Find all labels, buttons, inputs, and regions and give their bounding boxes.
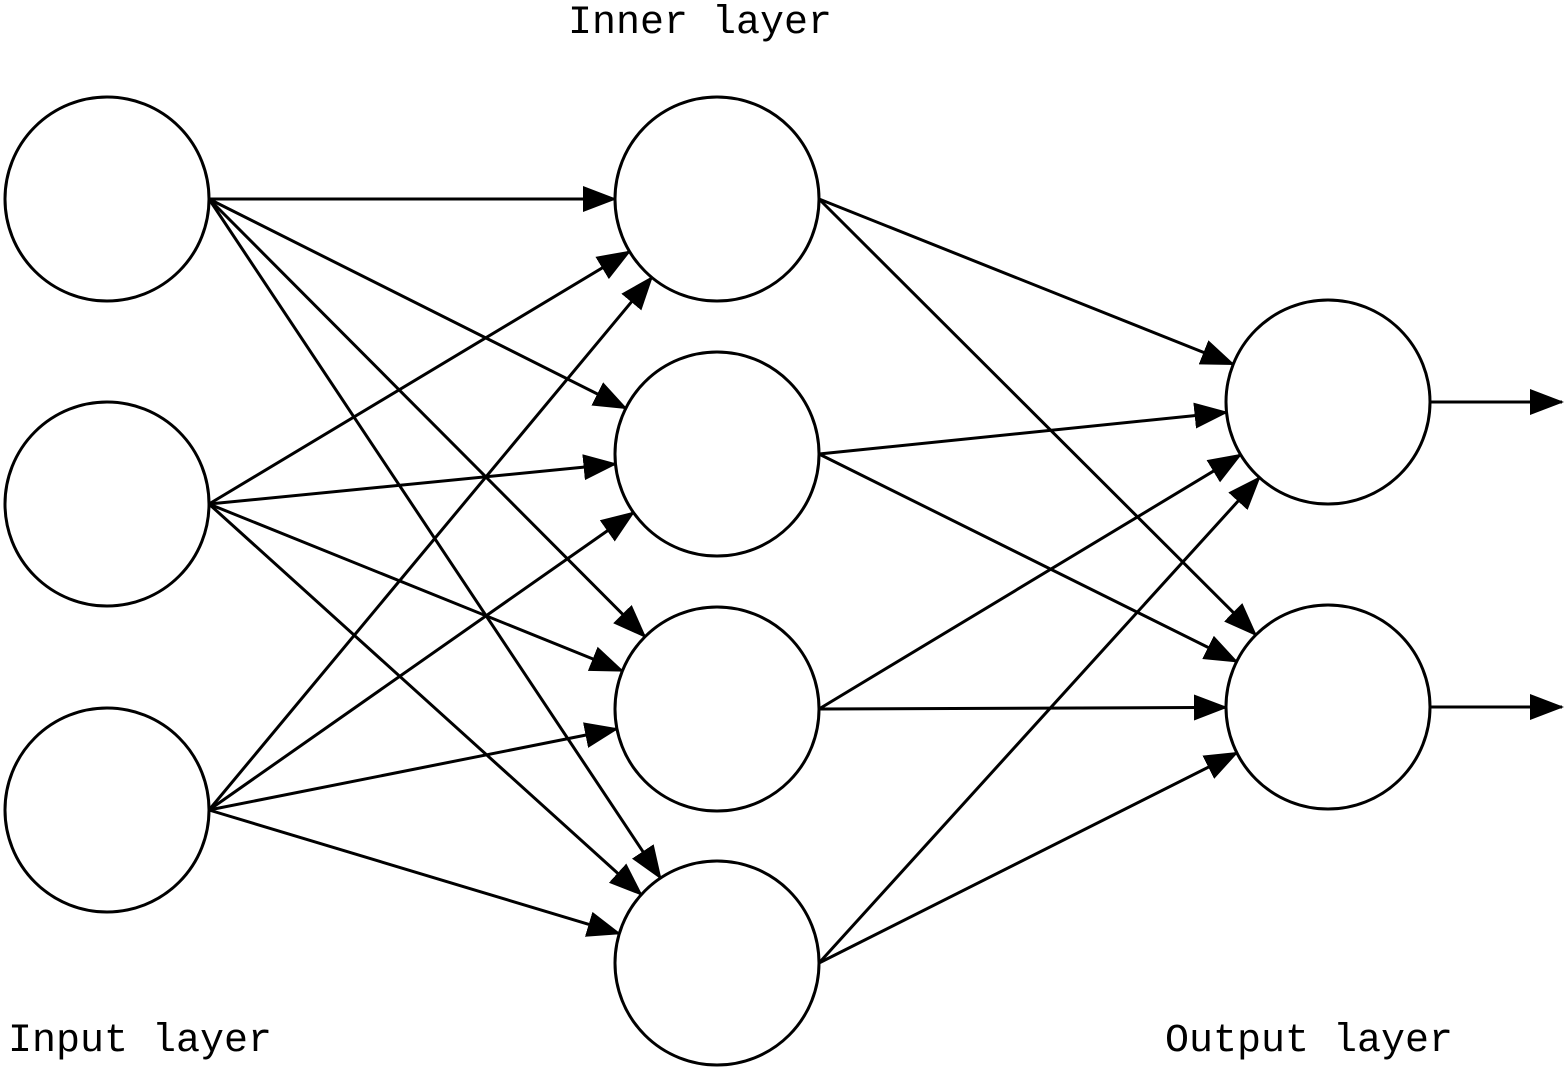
- edge-input-2-to-inner-3: [208, 502, 625, 673]
- edge-input-2-to-inner-1: [208, 250, 632, 506]
- inner-node-1: [613, 95, 821, 303]
- input-node-3: [3, 706, 211, 914]
- edge-input-3-to-inner-1: [207, 275, 654, 811]
- edge-inner-3-to-output-2: [818, 694, 1229, 721]
- edge-inner-1-to-output-1: [818, 197, 1236, 366]
- edge-input-1-to-inner-3: [207, 197, 647, 639]
- edge-inner-4-to-output-2: [818, 751, 1239, 965]
- inner-node-4: [613, 859, 821, 1067]
- edge-inner-2-to-output-1: [818, 402, 1229, 456]
- edge-inner-4-to-output-1: [817, 476, 1261, 965]
- edge-input-2-to-inner-2: [208, 454, 618, 506]
- output-node-2: [1224, 603, 1432, 811]
- output-node-1: [1224, 298, 1432, 506]
- inner-node-2: [613, 350, 821, 558]
- output-layer-label: Output layer: [1165, 1019, 1454, 1064]
- edge-input-1-to-inner-2: [208, 197, 628, 410]
- edge-input-3-to-inner-4: [208, 808, 622, 937]
- inner-layer-label: Inner layer: [568, 1, 833, 46]
- edge-input-3-to-inner-2: [208, 511, 636, 812]
- input-layer-label: Input layer: [8, 1019, 273, 1064]
- edge-input-3-to-inner-3: [208, 722, 619, 812]
- edge-inner-3-to-output-1: [818, 453, 1243, 711]
- edge-inner-2-to-output-2: [818, 452, 1239, 663]
- edge-input-2-to-inner-4: [207, 502, 643, 896]
- input-node-1: [3, 95, 211, 303]
- input-node-2: [3, 400, 211, 608]
- inner-node-3: [613, 605, 821, 813]
